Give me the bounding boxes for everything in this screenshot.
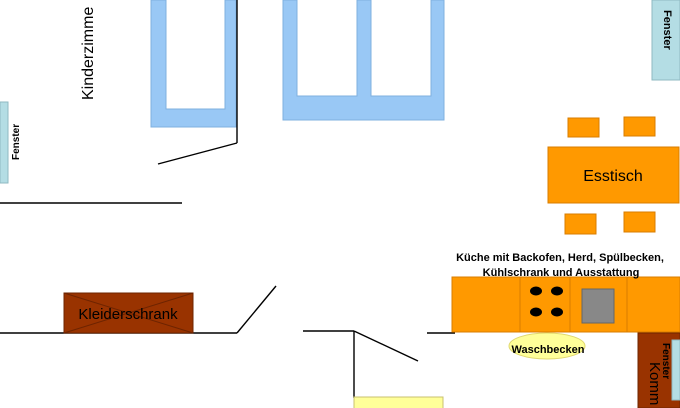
kueche-label-line1: Küche mit Backofen, Herd, Spülbecken, bbox=[456, 252, 664, 264]
kitchen-counter bbox=[451, 276, 680, 333]
fenster-top-right-label: Fenster bbox=[661, 10, 673, 50]
walls bbox=[0, 0, 455, 398]
chair-top-right bbox=[623, 116, 656, 137]
kinderzimmer-label: Kinderzimme bbox=[80, 7, 97, 100]
esstisch-table bbox=[547, 146, 680, 204]
window-top-right bbox=[651, 0, 680, 81]
kommode-label: Komm bbox=[646, 362, 663, 405]
sink-square bbox=[581, 288, 615, 324]
yellow-box bbox=[353, 396, 444, 408]
kinderzimmer-bed-right bbox=[282, 0, 445, 121]
fenster-left-label: Fenster bbox=[11, 124, 22, 160]
window-left bbox=[0, 101, 9, 184]
kleiderschrank-label: Kleiderschrank bbox=[78, 306, 178, 323]
stove-burners bbox=[530, 286, 563, 317]
window-bottom-right bbox=[671, 339, 680, 401]
kleiderschrank bbox=[63, 292, 194, 334]
esstisch-label: Esstisch bbox=[583, 168, 643, 185]
waschbecken-label: Waschbecken bbox=[512, 344, 585, 356]
kueche-label-line2: Kühlschrank und Ausstattung bbox=[483, 267, 640, 279]
waschbecken-basin bbox=[508, 332, 586, 360]
fenster-bottom-right-label: Fenster bbox=[660, 343, 671, 379]
chair-bottom-right bbox=[623, 211, 656, 233]
chair-bottom-left bbox=[564, 213, 597, 235]
kinderzimmer-bed-left bbox=[150, 0, 237, 128]
chair-top-left bbox=[567, 117, 600, 138]
